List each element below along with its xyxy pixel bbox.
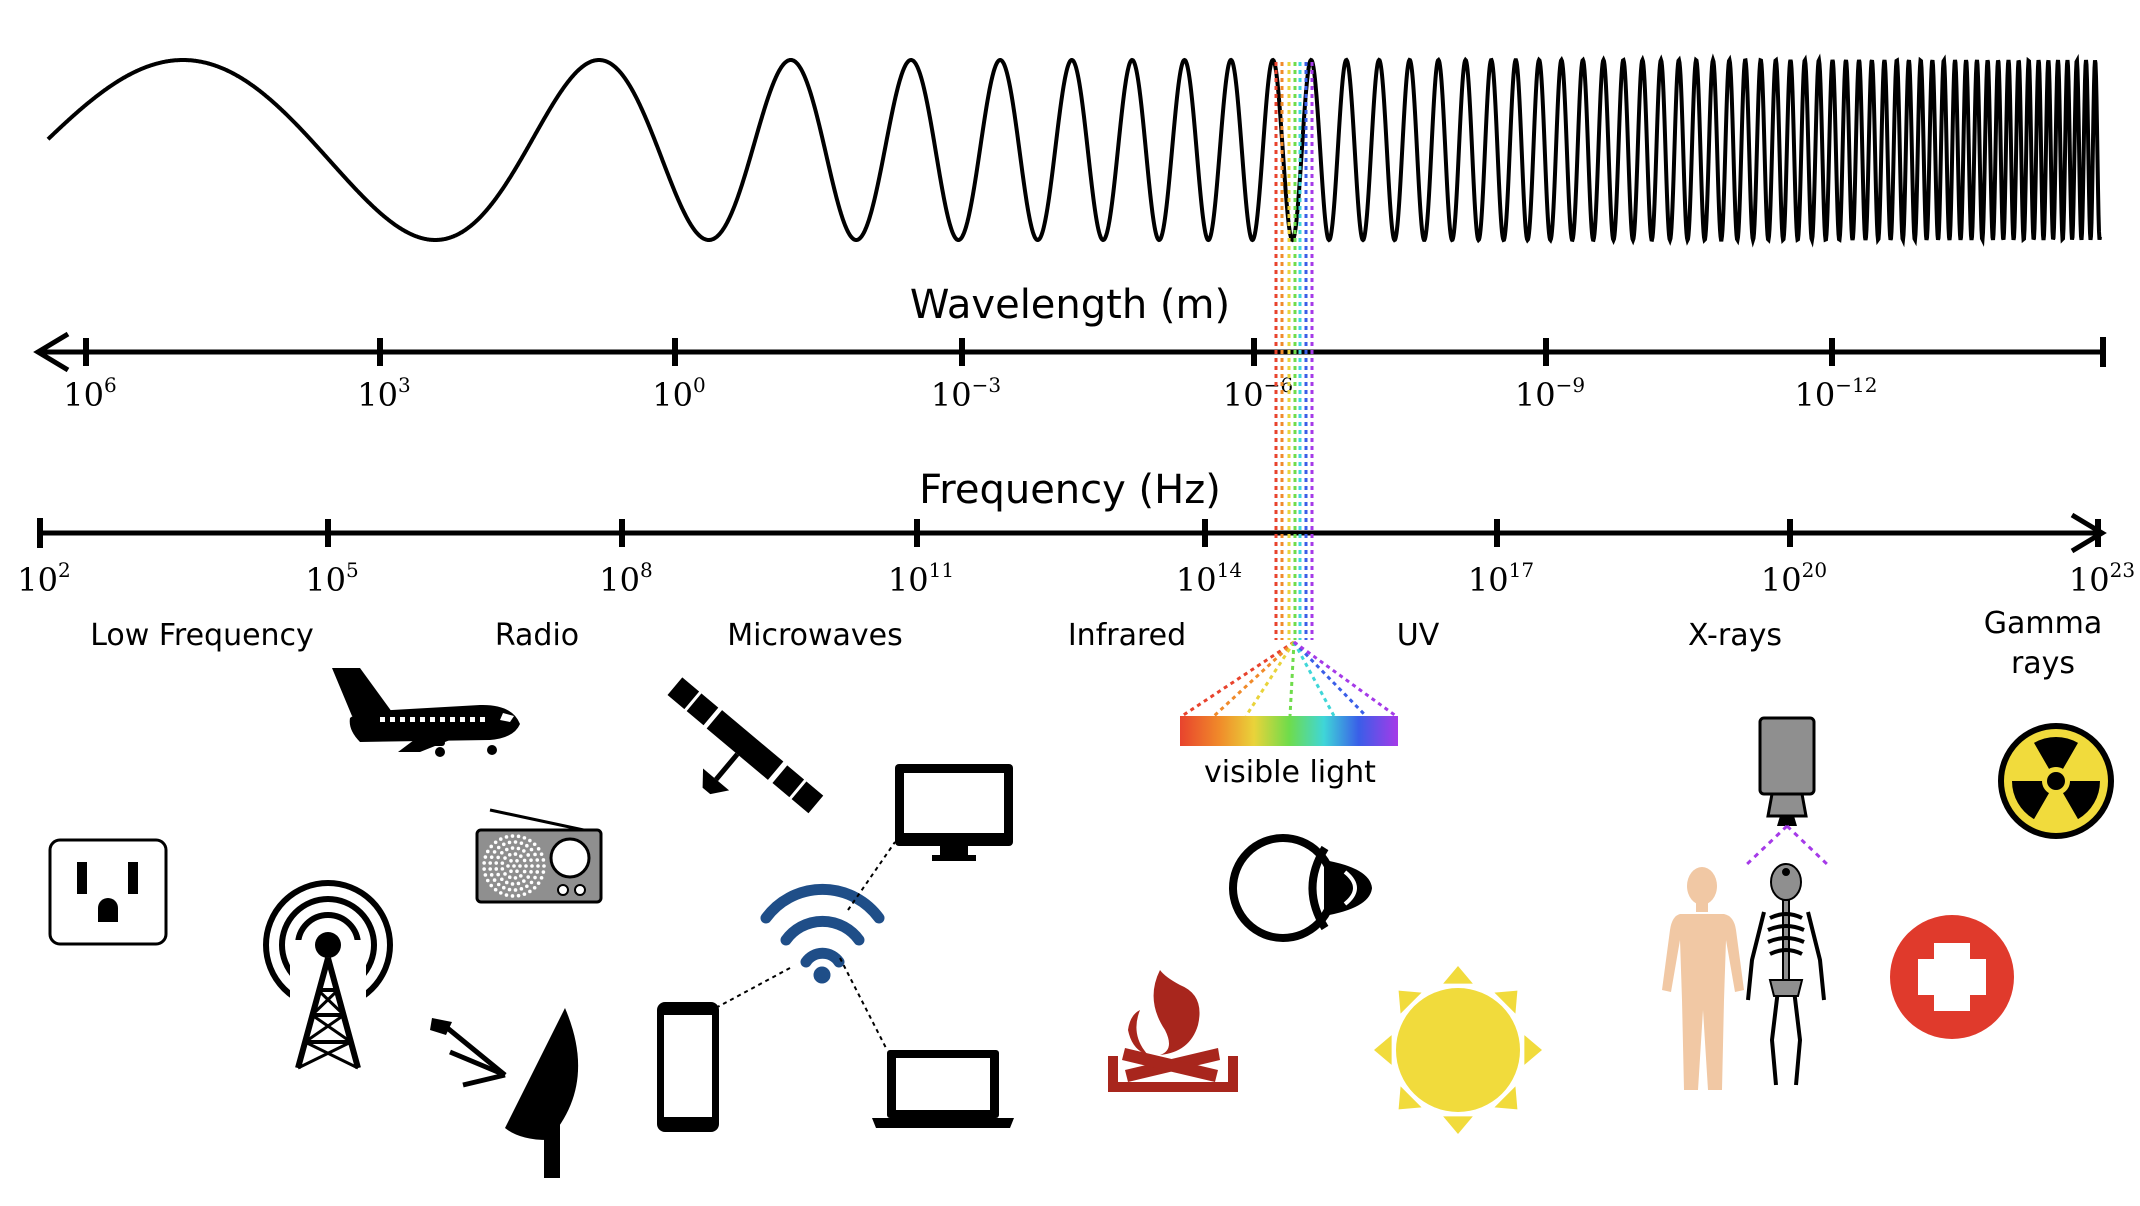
wavelength-tick-label: 106	[63, 373, 116, 414]
sun-icon	[1374, 966, 1542, 1134]
skeleton-icon	[1746, 863, 1826, 1086]
wavelength-tick-label: 10−3	[931, 373, 1001, 414]
band-low-frequency: Low Frequency	[90, 618, 314, 653]
human-body-icon	[1662, 867, 1744, 1090]
wavelength-tick-label: 100	[652, 373, 705, 414]
frequency-tick-label: 102	[17, 558, 70, 599]
radio-icon	[475, 808, 603, 904]
wavelength-tick-label: 10−9	[1515, 373, 1585, 414]
wifi-icon	[760, 883, 885, 984]
radiation-icon	[1998, 723, 2114, 839]
band-gamma-line2: rays	[2011, 646, 2075, 681]
wifi-connections	[711, 841, 896, 1049]
band-infrared: Infrared	[1068, 618, 1186, 653]
airplane-icon	[332, 668, 520, 757]
eye-icon	[1229, 834, 1372, 942]
frequency-tick-label: 108	[599, 558, 652, 599]
visible-light-label: visible light	[1204, 755, 1376, 790]
frequency-tick-label: 1017	[1468, 558, 1534, 599]
satellite-dish-icon	[430, 1008, 579, 1178]
radio-tower-icon	[263, 880, 393, 1070]
wavelength-tick-label: 103	[357, 373, 410, 414]
wavelength-tick-label: 10−12	[1795, 373, 1878, 414]
frequency-tick-label: 1023	[2069, 558, 2135, 599]
monitor-icon	[895, 764, 1013, 861]
band-radio: Radio	[495, 618, 579, 653]
band-xrays: X-rays	[1688, 618, 1782, 653]
laptop-icon	[872, 1050, 1014, 1128]
outlet-icon	[48, 838, 168, 946]
visible-light-fan-line	[1293, 640, 1397, 718]
visible-light-fan-line	[1288, 641, 1296, 717]
frequency-arrow-head	[2070, 512, 2107, 554]
visible-light-lines	[1181, 62, 1397, 718]
visible-light-fan-line	[1292, 641, 1336, 717]
wavelength-axis	[33, 331, 2106, 373]
chirp-wave	[46, 53, 2102, 248]
fire-icon	[1108, 970, 1238, 1092]
phone-icon	[657, 1002, 719, 1132]
visible-light-fan-line	[1292, 640, 1368, 718]
xray-machine-icon	[1743, 716, 1831, 868]
wavelength-axis-title: Wavelength (m)	[910, 282, 1230, 328]
frequency-tick-label: 105	[305, 558, 358, 599]
medical-cross-icon	[1890, 915, 2014, 1039]
frequency-tick-label: 1020	[1761, 558, 1827, 599]
band-gamma-line1: Gamma	[1984, 606, 2102, 641]
visible-light-fan-line	[1212, 640, 1296, 718]
frequency-tick-label: 1011	[888, 558, 954, 599]
visible-light-fan-line	[1181, 640, 1295, 718]
satellite-icon	[663, 673, 828, 818]
wavelength-arrow-head	[33, 331, 70, 373]
visible-spectrum-bar	[1180, 716, 1398, 746]
frequency-tick-label: 1014	[1176, 558, 1242, 599]
visible-light-fan-line	[1244, 641, 1296, 717]
band-microwaves: Microwaves	[727, 618, 903, 653]
frequency-axis-title: Frequency (Hz)	[919, 467, 1221, 513]
band-uv: UV	[1397, 618, 1440, 653]
radio-speaker-dots	[482, 834, 546, 898]
